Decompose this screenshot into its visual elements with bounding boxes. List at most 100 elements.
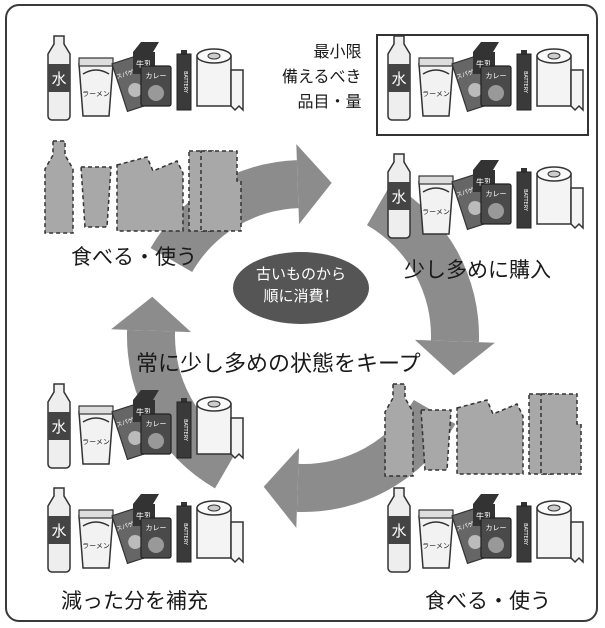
ramen-label: ラーメン [422,90,450,98]
curry-pouch-icon: カレー [140,413,172,455]
step-label-top-left: 食べる・使う [71,245,197,269]
curry-label: カレー [146,72,167,80]
battery-icon: BATTERY [516,502,532,563]
water-label: 水 [51,70,66,88]
bubble-line: 古いものから [255,265,346,283]
water-label: 水 [391,70,406,88]
curry-pouch-icon: カレー [140,517,172,559]
battery-icon: BATTERY [176,398,192,459]
cycle-arrow-head [414,339,495,376]
empty-food-outline [456,399,524,475]
milk-label: 牛乳 [136,407,152,417]
ramen-label: ラーメン [422,542,450,550]
water-bottle-icon: 水 [387,487,411,573]
water-label: 水 [51,522,66,540]
battery-label: BATTERY [522,523,528,546]
milk-label: 牛乳 [136,511,152,521]
curry-pouch-icon: カレー [480,65,512,107]
milk-label: 牛乳 [476,59,492,69]
instant-ramen-cup-icon: ラーメン [78,509,114,569]
instant-ramen-cup-icon: ラーメン [418,57,454,117]
water-label: 水 [391,522,406,540]
instant-ramen-cup-icon: ラーメン [78,405,114,465]
toilet-paper-icon [196,500,244,564]
note-line: 品目・量 [297,92,362,111]
toilet-paper-icon [536,48,584,112]
instant-ramen-cup-icon: ラーメン [418,509,454,569]
ramen-label: ラーメン [82,438,110,446]
note-bracket-left [376,34,586,136]
milk-carton-icon: 牛乳 [473,42,499,74]
battery-label: BATTERY [182,523,188,546]
consume-oldest-bubble-text: 古いものから 順に消費！ [234,263,368,307]
curry-pouch-icon: カレー [480,183,512,225]
water-label: 水 [391,188,406,206]
battery-label: BATTERY [182,419,188,442]
empty-food-outline [116,156,184,232]
step-label-bottom-right: 食べる・使う [425,589,551,613]
curry-label: カレー [146,524,167,532]
battery-label: BATTERY [522,189,528,212]
empty-bottle-outline [44,140,74,234]
milk-label: 牛乳 [136,59,152,69]
toilet-paper-icon [536,166,584,230]
cycle-arrow-head [263,447,300,528]
consumed-top-left [44,140,242,234]
toilet-paper-icon [196,396,244,460]
curry-label: カレー [486,72,507,80]
note-line: 最小限 [313,42,362,61]
cycle-arrow-head [111,296,192,333]
milk-carton-icon: 牛乳 [473,494,499,526]
cycle-arrow-segment [296,400,456,512]
instant-ramen-cup-icon: ラーメン [418,175,454,235]
empty-paper-outline [200,150,242,232]
cycle-arrow-head [296,144,332,225]
water-bottle-icon: 水 [47,35,71,121]
milk-label: 牛乳 [476,177,492,187]
note-bracket-right [581,34,589,136]
curry-label: カレー [486,524,507,532]
curry-label: カレー [146,420,167,428]
consume-oldest-bubble [233,252,369,324]
instant-ramen-cup-icon: ラーメン [78,57,114,117]
step-label-bottom-left: 減った分を補充 [61,589,208,613]
toilet-paper-icon [196,48,244,112]
battery-icon: BATTERY [516,50,532,111]
curry-label: カレー [486,190,507,198]
battery-icon: BATTERY [516,168,532,229]
ramen-label: ラーメン [422,208,450,216]
water-bottle-icon: 水 [387,153,411,239]
water-bottle-icon: 水 [387,35,411,121]
bubble-line: 順に消費！ [263,287,339,305]
consumed-bottom-right [384,383,582,477]
empty-paper-outline [540,393,582,475]
toilet-paper-icon [536,500,584,564]
battery-label: BATTERY [522,71,528,94]
battery-label: BATTERY [182,71,188,94]
milk-label: 牛乳 [476,511,492,521]
empty-bottle-outline [384,383,414,477]
minimum-items-note: 最小限 備えるべき 品目・量 [282,39,362,114]
curry-pouch-icon: カレー [140,65,172,107]
ramen-label: ラーメン [82,542,110,550]
curry-pouch-icon: カレー [480,517,512,559]
empty-ramen-outline [80,166,112,228]
empty-ramen-outline [420,409,452,471]
battery-icon: BATTERY [176,50,192,111]
diagram-title: 常に少し多めの状態をキープ [136,352,421,377]
water-bottle-icon: 水 [47,383,71,469]
water-bottle-icon: 水 [47,487,71,573]
note-line: 備えるべき [282,67,362,86]
ramen-label: ラーメン [82,90,110,98]
water-label: 水 [51,418,66,436]
battery-icon: BATTERY [176,502,192,563]
step-label-top-right: 少し多めに購入 [404,258,551,282]
